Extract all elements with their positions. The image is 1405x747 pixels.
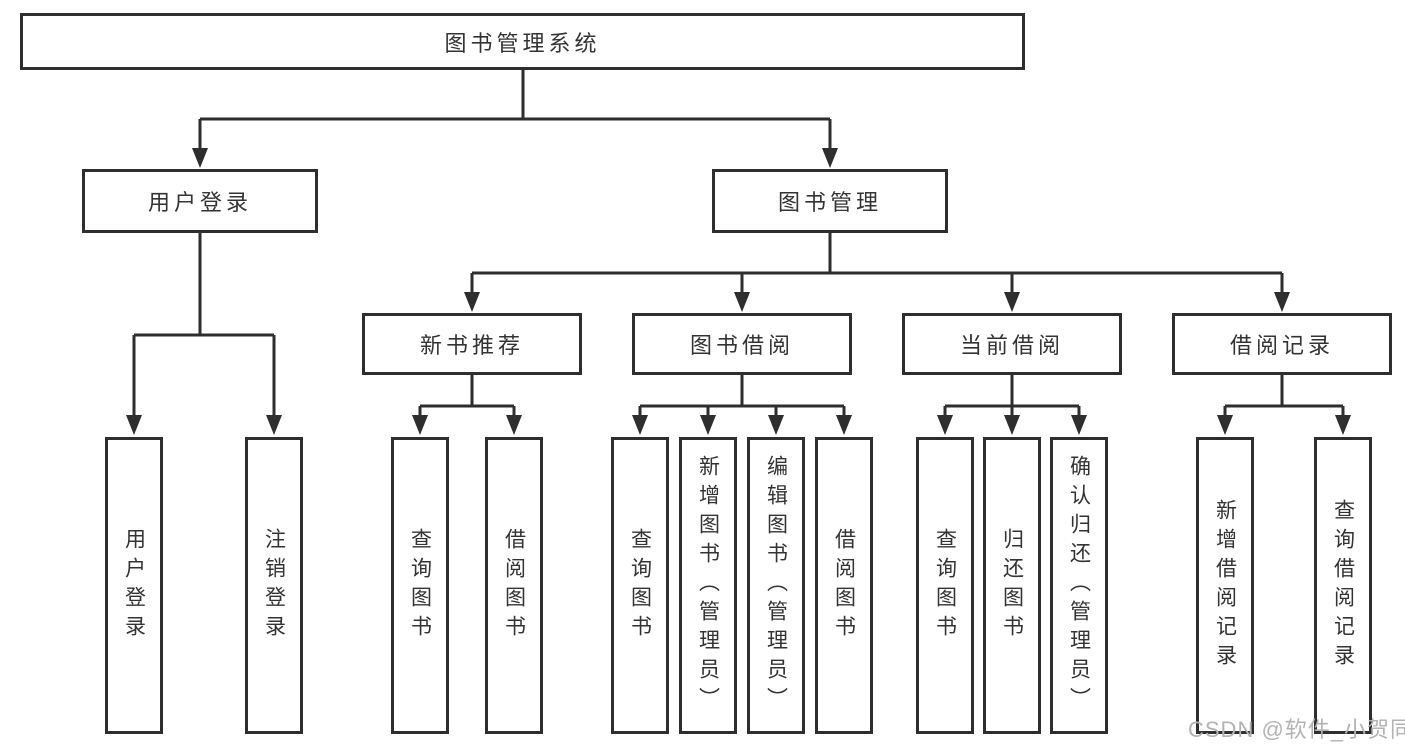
leaf-label: 借阅图书 xyxy=(832,527,856,644)
node-new-book-recommend: 新书推荐 xyxy=(362,313,582,375)
leaf-label: 注销登录 xyxy=(262,527,286,644)
leaf-borrowing-add-books-admin: 新增图书（管理员） xyxy=(679,437,737,734)
leaf-borrowing-query-books: 查询图书 xyxy=(611,437,669,734)
leaf-label: 查询图书 xyxy=(408,527,432,644)
node-user-login: 用户登录 xyxy=(82,169,318,233)
leaf-newbook-borrow-books: 借阅图书 xyxy=(485,437,543,734)
leaf-label: 编辑图书（管理员） xyxy=(764,455,788,716)
leaf-label: 借阅图书 xyxy=(502,527,526,644)
leaf-user-login: 用户登录 xyxy=(105,437,163,734)
node-book-borrowing: 图书借阅 xyxy=(632,313,852,375)
node-book-management: 图书管理 xyxy=(712,169,948,233)
node-borrowing-records: 借阅记录 xyxy=(1172,313,1392,375)
leaf-records-query-borrow-record: 查询借阅记录 xyxy=(1314,437,1372,734)
csdn-watermark: CSDN @软件_小贺同学 xyxy=(1188,717,1405,742)
leaf-records-add-borrow-record: 新增借阅记录 xyxy=(1196,437,1254,734)
leaf-current-return-books: 归还图书 xyxy=(983,437,1041,734)
arrowheads xyxy=(126,148,1351,435)
leaf-current-query-books: 查询图书 xyxy=(916,437,974,734)
leaf-label: 查询图书 xyxy=(628,527,652,644)
leaf-current-confirm-return-admin: 确认归还（管理员） xyxy=(1050,437,1108,734)
node-root-library-management-system: 图书管理系统 xyxy=(20,13,1025,70)
leaf-label: 新增图书（管理员） xyxy=(696,455,720,716)
leaf-label: 查询图书 xyxy=(933,527,957,644)
leaf-label: 新增借阅记录 xyxy=(1213,498,1237,673)
leaf-newbook-query-books: 查询图书 xyxy=(391,437,449,734)
leaf-borrowing-borrow-books: 借阅图书 xyxy=(815,437,873,734)
node-current-borrowing: 当前借阅 xyxy=(902,313,1122,375)
leaf-label: 查询借阅记录 xyxy=(1331,498,1355,673)
leaf-logout: 注销登录 xyxy=(245,437,303,734)
leaf-label: 归还图书 xyxy=(1000,527,1024,644)
leaf-label: 用户登录 xyxy=(122,527,146,644)
leaf-label: 确认归还（管理员） xyxy=(1067,455,1091,716)
leaf-borrowing-edit-books-admin: 编辑图书（管理员） xyxy=(747,437,805,734)
